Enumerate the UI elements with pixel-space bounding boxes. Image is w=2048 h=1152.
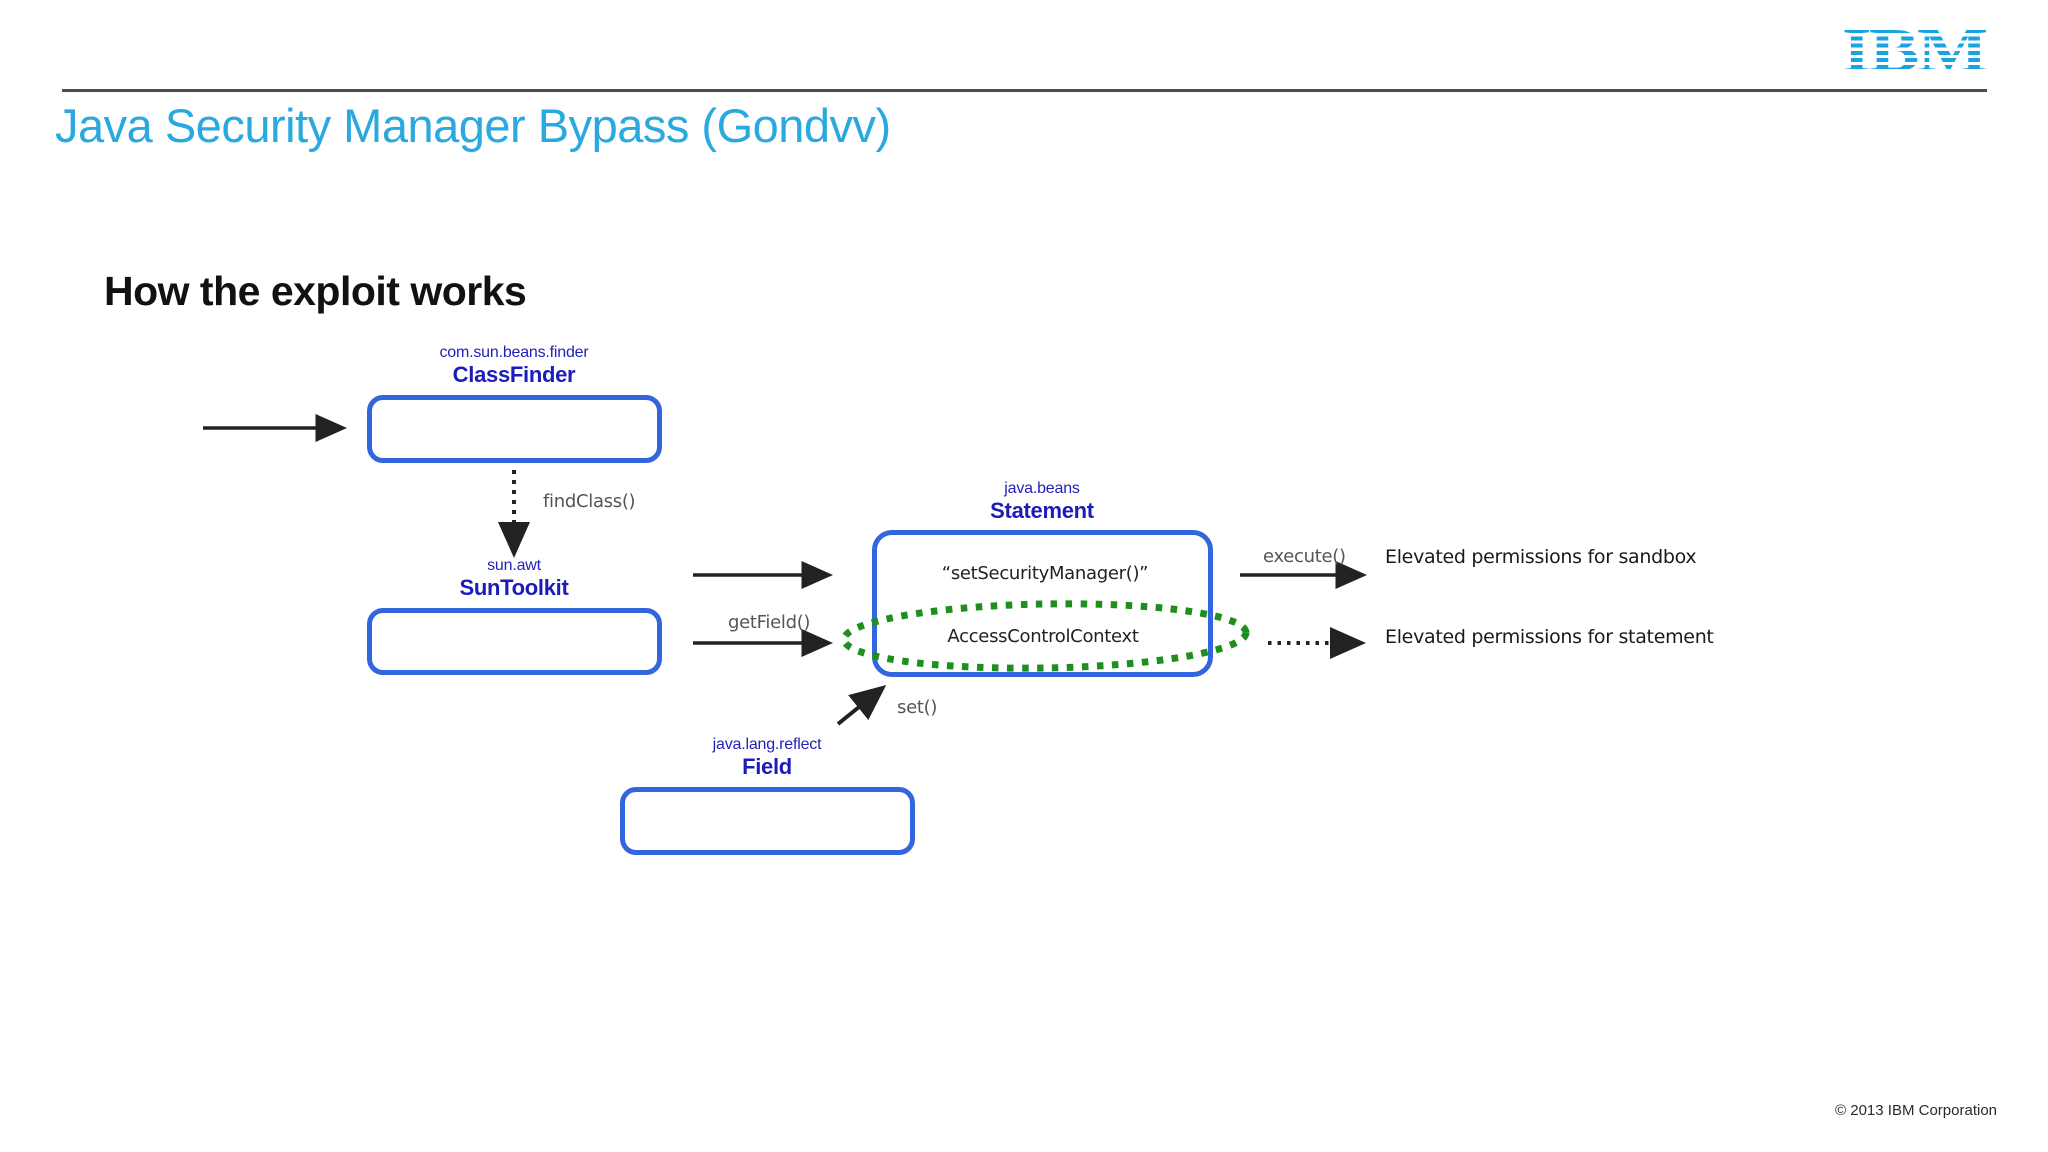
ibm-logo: IBM — [1842, 17, 1988, 85]
statement-box — [872, 530, 1213, 677]
field-package-label: java.lang.reflect — [712, 736, 822, 753]
suntoolkit-box — [367, 608, 662, 675]
findclass-edge-label: findClass() — [543, 491, 636, 512]
statement-class-label: Statement — [990, 498, 1094, 523]
classfinder-class-label: ClassFinder — [452, 362, 576, 387]
set-arrow — [836, 684, 887, 726]
outcome-sandbox-text: Elevated permissions for sandbox — [1385, 546, 1697, 568]
field-class-label: Field — [742, 754, 792, 779]
classfinder-box — [367, 395, 662, 463]
statement-package-label: java.beans — [1004, 480, 1080, 497]
classfinder-package-label: com.sun.beans.finder — [439, 344, 589, 361]
statement-method-text: “setSecurityManager()” — [941, 563, 1149, 584]
suntoolkit-class-label: SunToolkit — [459, 575, 569, 600]
getfield-edge-label: getField() — [728, 612, 811, 633]
execute-edge-label: execute() — [1263, 546, 1346, 567]
set-edge-label: set() — [897, 697, 938, 718]
suntoolkit-package-label: sun.awt — [487, 557, 541, 574]
outcome-statement-text: Elevated permissions for statement — [1385, 626, 1714, 648]
slide-title: Java Security Manager Bypass (Gondvv) — [55, 99, 891, 152]
field-box — [620, 787, 915, 855]
title-divider-line — [62, 89, 1987, 92]
copyright-notice: © 2013 IBM Corporation — [1835, 1102, 1997, 1119]
section-heading: How the exploit works — [104, 268, 527, 314]
statement-context-text: AccessControlContext — [947, 626, 1139, 647]
